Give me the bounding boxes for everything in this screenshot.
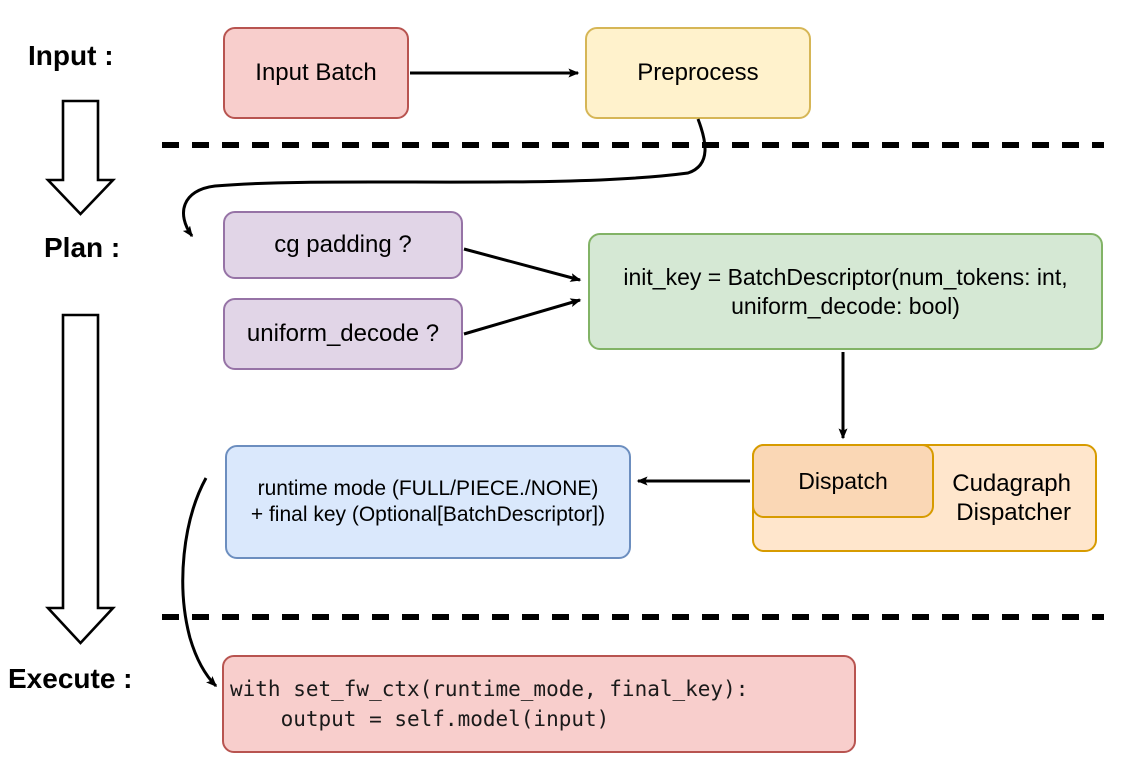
node-init-key[interactable]: init_key = BatchDescriptor(num_tokens: i… (588, 233, 1103, 350)
node-uniform-decode[interactable]: uniform_decode ? (223, 298, 463, 370)
edge-uniform-decode-to-init-key (463, 298, 582, 336)
stage-label-input: Input : (28, 40, 114, 71)
node-runtime-mode-line1: runtime mode (FULL/PIECE./NONE) (257, 477, 599, 501)
node-runtime-mode[interactable]: runtime mode (FULL/PIECE./NONE) + final … (225, 445, 631, 559)
node-init-key-line1: init_key = BatchDescriptor(num_tokens: i… (623, 264, 1068, 291)
node-runtime-mode-line2: + final key (Optional[BatchDescriptor]) (250, 503, 606, 526)
node-cudagraph-dispatcher-line2: Dispatcher (956, 499, 1071, 526)
node-execute-code[interactable]: with set_fw_ctx(runtime_mode, final_key)… (222, 655, 856, 753)
stage-label-execute: Execute : (8, 663, 133, 694)
node-init-key-line2: uniform_decode: bool) (731, 292, 960, 319)
node-input-batch[interactable]: Input Batch (223, 27, 409, 119)
node-execute-code-text: with set_fw_ctx(runtime_mode, final_key)… (230, 676, 749, 731)
node-cg-padding-label: cg padding ? (274, 231, 412, 259)
node-input-batch-label: Input Batch (255, 59, 377, 87)
node-preprocess-label: Preprocess (637, 59, 759, 87)
stage-label-plan: Plan : (44, 232, 121, 263)
node-cg-padding[interactable]: cg padding ? (223, 211, 463, 279)
edge-runtime-mode-to-execute-code (181, 477, 218, 688)
node-cudagraph-dispatcher-line1: Cudagraph (952, 469, 1071, 497)
node-preprocess[interactable]: Preprocess (585, 27, 811, 119)
node-dispatch[interactable]: Dispatch (752, 444, 934, 518)
node-uniform-decode-label: uniform_decode ? (246, 320, 440, 348)
input-to-plan-arrow (44, 99, 117, 216)
node-dispatch-label: Dispatch (798, 467, 888, 494)
plan-to-execute-arrow (45, 313, 116, 645)
edge-cg-padding-to-init-key (463, 247, 582, 282)
